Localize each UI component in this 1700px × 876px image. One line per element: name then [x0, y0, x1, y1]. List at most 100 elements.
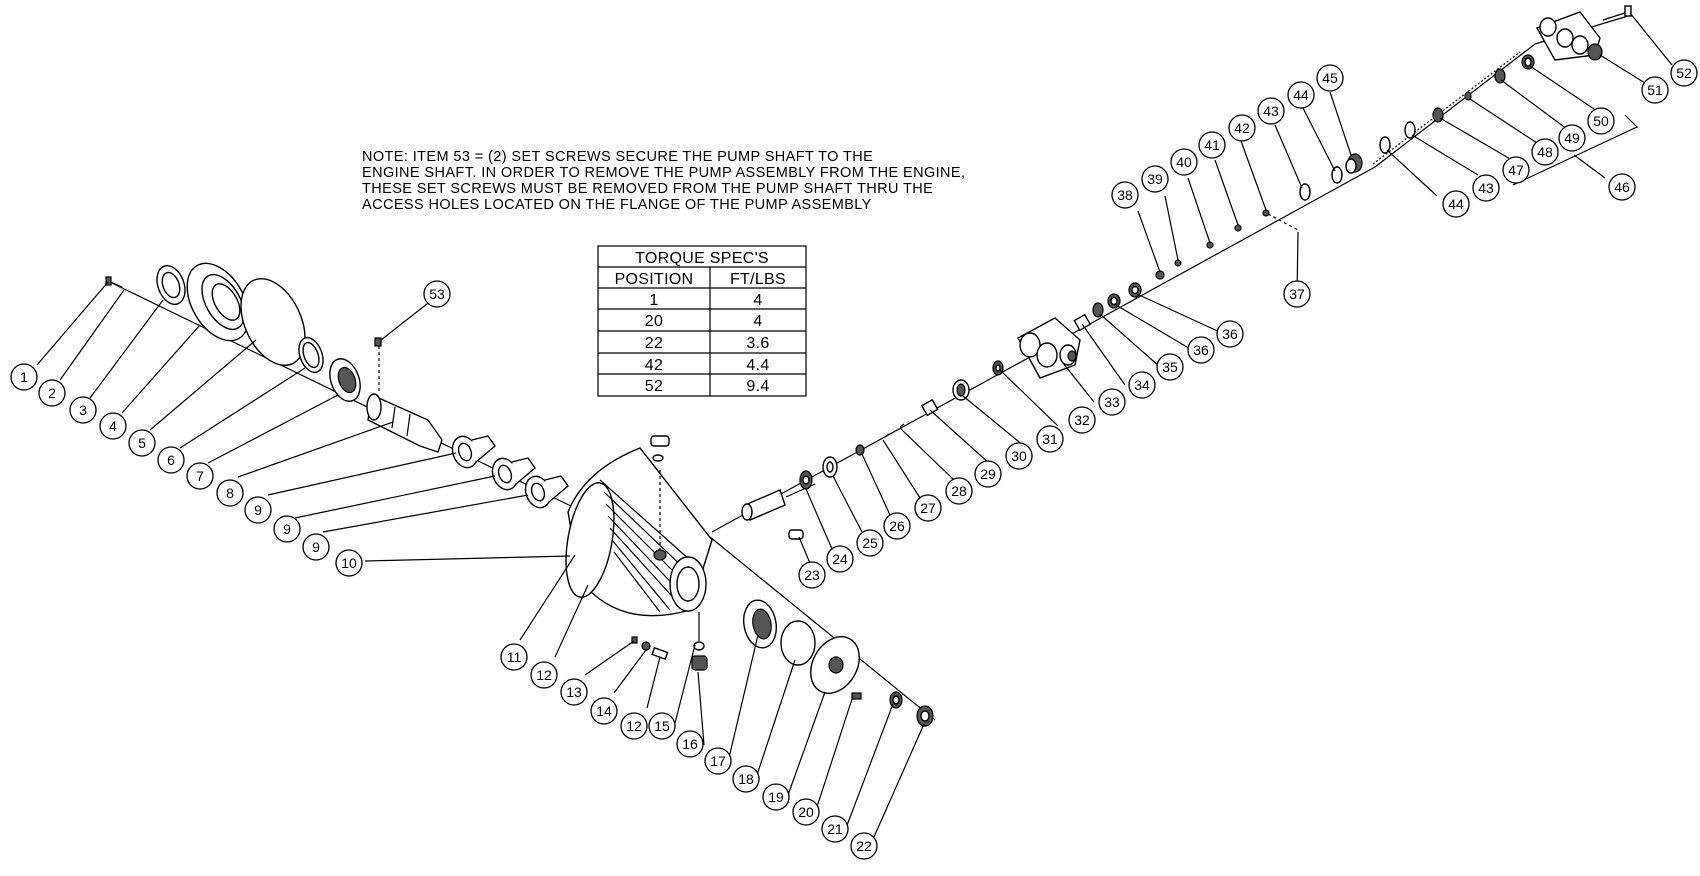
- set-screw-part: [374, 337, 382, 347]
- callout-circle: [1198, 131, 1226, 159]
- callout-label: 9: [254, 502, 262, 518]
- callout-circle: [1257, 97, 1285, 125]
- callout-balloon-44: 44: [1442, 190, 1470, 218]
- callout-label: 40: [1176, 154, 1192, 170]
- callout-balloon-48: 48: [1531, 138, 1559, 166]
- callout-label: 49: [1564, 130, 1580, 146]
- callout-balloon-38: 38: [1111, 181, 1139, 209]
- callout-balloon-28: 28: [945, 477, 973, 505]
- callout-circle: [530, 661, 558, 689]
- o-ring-part: [1331, 166, 1343, 184]
- callout-label: 26: [889, 518, 905, 534]
- table-header: POSITION: [615, 271, 694, 288]
- callout-label: 23: [804, 567, 820, 583]
- bearing-part: [743, 599, 777, 649]
- callout-label: 2: [48, 385, 56, 401]
- seal-part: [992, 360, 1004, 376]
- callout-label: 21: [827, 821, 843, 837]
- callout-circle: [1442, 190, 1470, 218]
- callout-label: 5: [138, 435, 146, 451]
- callout-label: 12: [536, 667, 552, 683]
- pump-head-part: [1535, 11, 1603, 61]
- callout-balloon-9: 9: [302, 533, 330, 561]
- valve-seat-part: [1345, 153, 1363, 174]
- retainer-part: [952, 379, 970, 401]
- callout-label: 32: [1074, 412, 1090, 428]
- callout-balloon-15: 15: [648, 712, 676, 740]
- callout-balloon-14: 14: [590, 697, 618, 725]
- callout-circle: [883, 512, 911, 540]
- callout-label: 6: [167, 452, 175, 468]
- table-cell: 3.6: [746, 335, 769, 352]
- callout-circle: [1156, 353, 1184, 381]
- table-cell: 4.4: [746, 357, 769, 374]
- callout-circle: [1068, 406, 1096, 434]
- callout-circle: [974, 460, 1002, 488]
- connecting-rod-part: [491, 457, 536, 491]
- callout-balloon-12: 12: [530, 661, 558, 689]
- callout-circle: [1216, 320, 1244, 348]
- o-ring-part: [1155, 270, 1165, 280]
- table-cell: 22: [645, 335, 663, 352]
- note-line: THESE SET SCREWS MUST BE REMOVED FROM TH…: [362, 181, 933, 197]
- valve-part: [1073, 313, 1092, 332]
- shaft-cap-part: [916, 705, 934, 727]
- callout-balloon-18: 18: [732, 765, 760, 793]
- callout-balloon-3: 3: [69, 396, 97, 424]
- callout-balloon-6: 6: [157, 446, 185, 474]
- callout-balloon-11: 11: [500, 643, 528, 671]
- table-cell: 9.4: [746, 378, 769, 395]
- crankcase-part: [565, 435, 713, 617]
- callout-balloon-24: 24: [826, 545, 854, 573]
- callout-balloon-31: 31: [1036, 425, 1064, 453]
- callout-circle: [704, 747, 732, 775]
- callout-balloon-8: 8: [216, 479, 244, 507]
- callout-label: 36: [1193, 342, 1209, 358]
- piston-chain-parts: [741, 5, 1632, 540]
- callout-label: 3: [79, 402, 87, 418]
- connecting-rod-part: [451, 435, 496, 469]
- callout-balloon-50: 50: [1587, 107, 1615, 135]
- callout-label: 31: [1042, 431, 1058, 447]
- callout-circle: [1472, 174, 1500, 202]
- callout-label: 44: [1293, 87, 1309, 103]
- callout-circle: [914, 494, 942, 522]
- callout-circle: [1005, 442, 1033, 470]
- callout-circle: [186, 462, 214, 490]
- callout-label: 42: [1234, 120, 1250, 136]
- callout-label: 52: [1676, 65, 1692, 81]
- callout-label: 8: [226, 485, 234, 501]
- callout-balloon-34: 34: [1128, 371, 1156, 399]
- callout-balloon-52: 52: [1670, 59, 1698, 87]
- callout-balloon-33: 33: [1098, 388, 1126, 416]
- callout-circle: [792, 798, 820, 826]
- callout-circle: [1170, 148, 1198, 176]
- callout-label: 1: [20, 369, 28, 385]
- callout-balloon-37: 37: [1283, 280, 1311, 308]
- callout-circle: [273, 515, 301, 543]
- callout-circle: [856, 529, 884, 557]
- callout-label: 36: [1222, 326, 1238, 342]
- callout-circle: [1283, 280, 1311, 308]
- gasket-part: [780, 620, 816, 666]
- callout-label: 27: [920, 500, 936, 516]
- callout-balloon-21: 21: [821, 815, 849, 843]
- pump-shaft-part: [366, 393, 443, 453]
- callout-label: 41: [1204, 137, 1220, 153]
- pin-part: [788, 529, 804, 540]
- callout-label: 29: [980, 466, 996, 482]
- table-header: FT/LBS: [730, 271, 786, 288]
- manifold-part: [1017, 317, 1081, 379]
- callout-balloon-45: 45: [1316, 64, 1344, 92]
- callout-circle: [821, 815, 849, 843]
- callout-circle: [945, 477, 973, 505]
- callout-balloon-40: 40: [1170, 148, 1198, 176]
- callout-circle: [216, 479, 244, 507]
- callout-balloon-13: 13: [560, 678, 588, 706]
- callout-circle: [128, 429, 156, 457]
- callout-balloon-19: 19: [762, 783, 790, 811]
- assembly-note: NOTE: ITEM 53 = (2) SET SCREWS SECURE TH…: [362, 149, 965, 213]
- table-cell: 52: [645, 378, 663, 395]
- callout-circle: [1608, 173, 1636, 201]
- callout-circle: [798, 561, 826, 589]
